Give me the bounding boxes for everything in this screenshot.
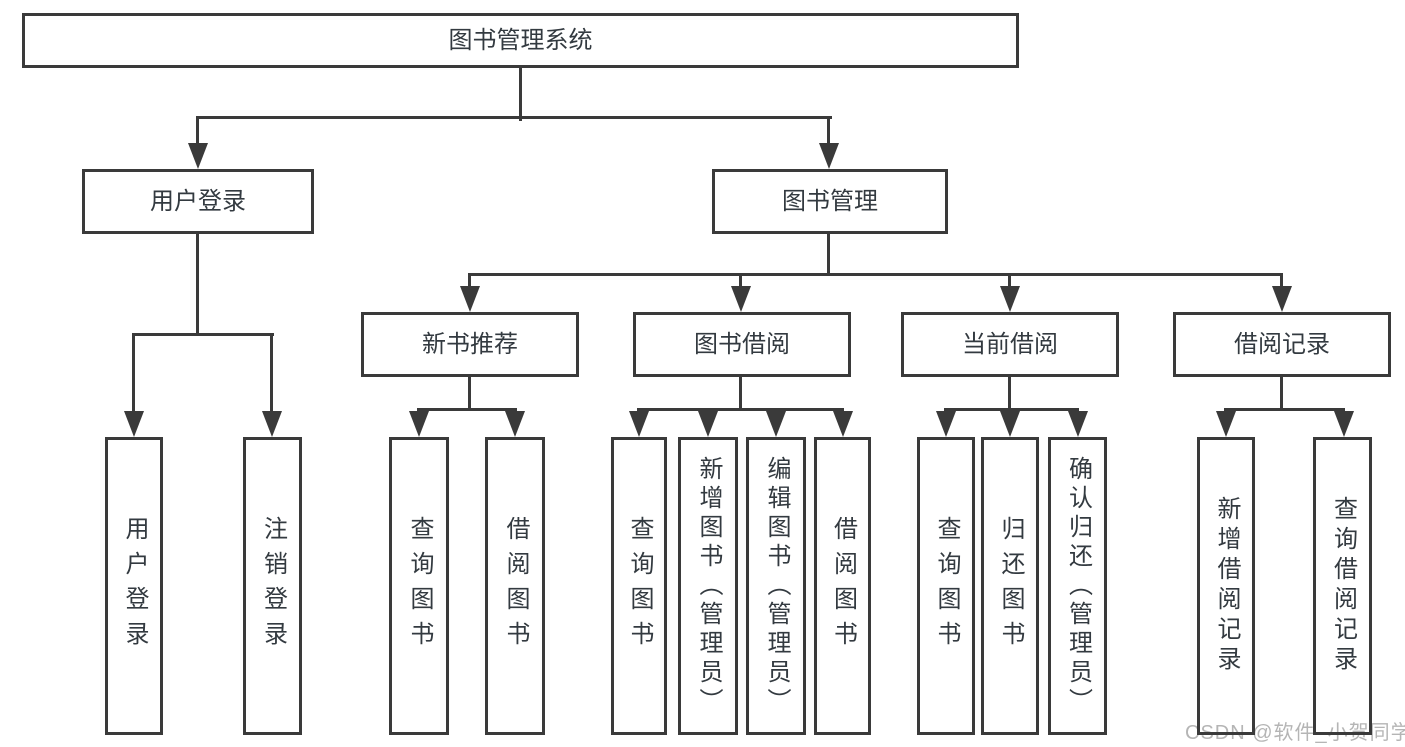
connector-book-borrow-rail — [637, 408, 844, 411]
connector-book-borrow-stem — [739, 376, 742, 411]
connector-arrow-stem — [270, 333, 273, 415]
connector-arrow-stem — [132, 333, 135, 415]
node-library-management-system: 图书管理系统 — [22, 13, 1019, 68]
arrow-down-icon — [1334, 411, 1354, 437]
connector-level1-rail — [196, 116, 832, 119]
arrow-down-icon — [124, 411, 144, 437]
connector-user-login-rail — [132, 333, 274, 336]
connector-arrow-stem — [468, 273, 471, 289]
connector-arrow-stem — [739, 273, 742, 289]
connector-current-borrow-rail — [944, 408, 1079, 411]
connector-arrow-stem — [1280, 273, 1283, 289]
leaf-query-books-current: 查询图书 — [917, 437, 975, 735]
leaf-query-borrow-record: 查询借阅记录 — [1313, 437, 1372, 735]
arrow-down-icon — [1216, 411, 1236, 437]
connector-new-book-rail — [417, 408, 517, 411]
node-book-borrow: 图书借阅 — [633, 312, 851, 377]
leaf-user-login: 用户登录 — [105, 437, 163, 735]
leaf-logout: 注销登录 — [243, 437, 302, 735]
leaf-borrow-books-recommend: 借阅图书 — [485, 437, 545, 735]
arrow-down-icon — [1000, 411, 1020, 437]
connector-user-login-stem — [196, 233, 199, 336]
connector-arrow-stem-user-login — [196, 116, 199, 147]
connector-arrow-stem — [1008, 273, 1011, 289]
leaf-query-books-borrow: 查询图书 — [611, 437, 667, 735]
leaf-confirm-return-admin: 确认归还（管理员） — [1048, 437, 1107, 735]
connector-arrow-stem-book-management — [827, 116, 830, 147]
connector-level2-rail — [468, 273, 1283, 276]
node-book-management: 图书管理 — [712, 169, 948, 234]
connector-borrow-record-rail — [1224, 408, 1345, 411]
connector-root-stem — [519, 67, 522, 121]
arrow-down-icon — [936, 411, 956, 437]
arrow-down-icon — [819, 143, 839, 169]
arrow-down-icon — [1000, 286, 1020, 312]
arrow-down-icon — [731, 286, 751, 312]
arrow-down-icon — [262, 411, 282, 437]
arrow-down-icon — [629, 411, 649, 437]
connector-current-borrow-stem — [1008, 376, 1011, 411]
node-borrow-records: 借阅记录 — [1173, 312, 1391, 377]
leaf-return-books: 归还图书 — [981, 437, 1039, 735]
arrow-down-icon — [460, 286, 480, 312]
connector-book-management-stem — [827, 233, 830, 276]
arrow-down-icon — [1272, 286, 1292, 312]
arrow-down-icon — [505, 411, 525, 437]
arrow-down-icon — [766, 411, 786, 437]
leaf-query-books-recommend: 查询图书 — [389, 437, 449, 735]
connector-new-book-stem — [468, 376, 471, 411]
leaf-add-book-admin: 新增图书（管理员） — [678, 437, 738, 735]
arrow-down-icon — [698, 411, 718, 437]
arrow-down-icon — [188, 143, 208, 169]
arrow-down-icon — [409, 411, 429, 437]
node-user-login: 用户登录 — [82, 169, 314, 234]
leaf-add-borrow-record: 新增借阅记录 — [1197, 437, 1255, 735]
csdn-watermark: CSDN @软件_小贺同学 — [1185, 722, 1405, 744]
connector-borrow-record-stem — [1280, 376, 1283, 411]
leaf-borrow-books: 借阅图书 — [814, 437, 871, 735]
leaf-edit-book-admin: 编辑图书（管理员） — [746, 437, 806, 735]
node-new-book-recommend: 新书推荐 — [361, 312, 579, 377]
arrow-down-icon — [1068, 411, 1088, 437]
node-current-borrow: 当前借阅 — [901, 312, 1119, 377]
arrow-down-icon — [833, 411, 853, 437]
